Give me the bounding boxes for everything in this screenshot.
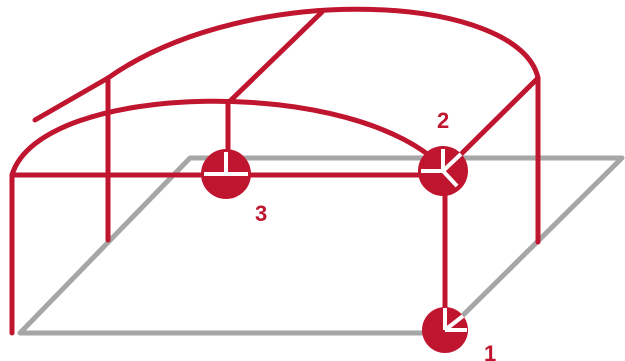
marker-label-2: 2 (437, 108, 449, 133)
marker-2-cross (421, 149, 463, 188)
marker-1 (422, 307, 468, 353)
front-arch (9, 98, 448, 178)
marker-3-cross (204, 152, 248, 176)
left-top-beam (32, 75, 111, 123)
frame-structure (9, 6, 541, 336)
ground-parallelogram (17, 155, 625, 336)
back-arch (105, 6, 541, 81)
marker-label-3: 3 (255, 201, 267, 226)
marker-2 (418, 146, 468, 196)
ridge-beam (225, 9, 325, 106)
marker-3 (201, 149, 251, 199)
marker-label-1: 1 (484, 341, 496, 361)
marker-1-cross (443, 308, 467, 332)
ground-outline (17, 155, 625, 336)
